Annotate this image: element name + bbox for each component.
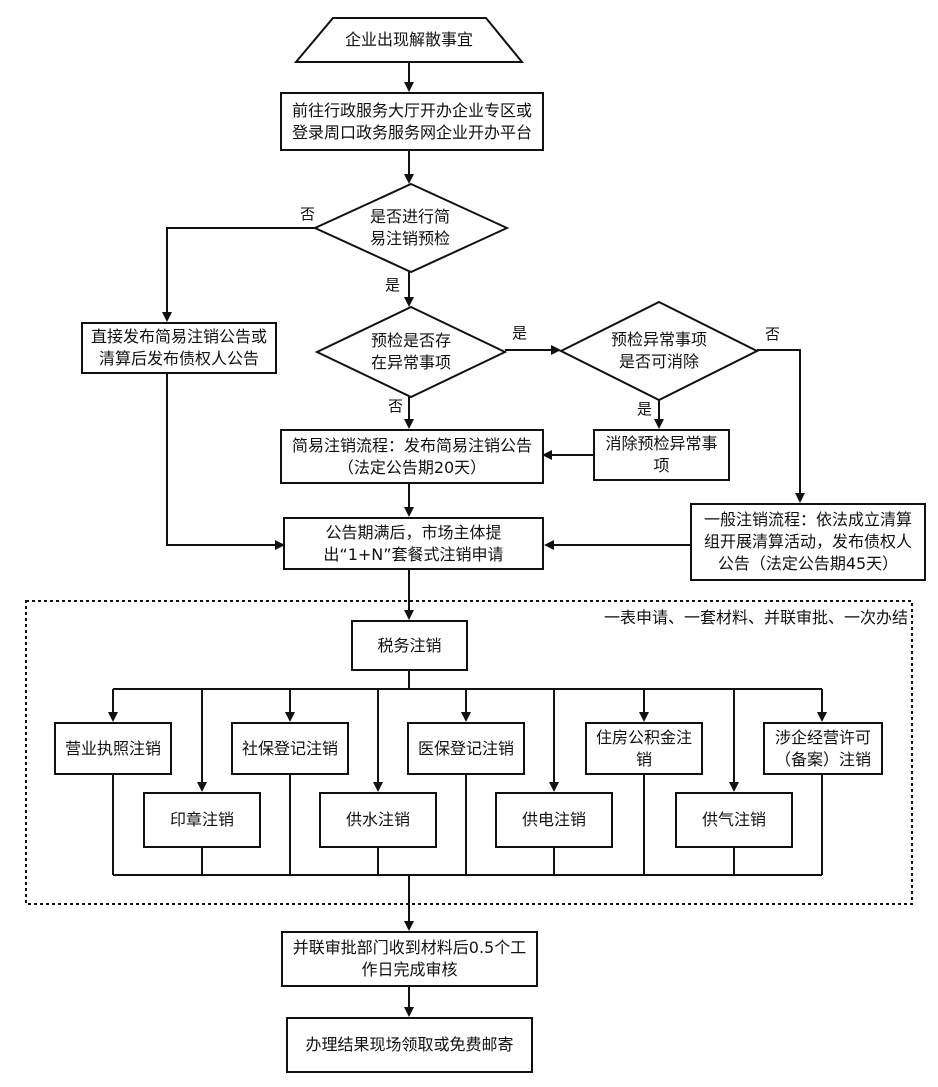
parallel-review-node: 并联审批部门收到材料后0.5个工 作日完成审核 (281, 931, 538, 987)
general-cancellation-line3: 公告（法定公告期45天） (717, 554, 899, 573)
business-permit-node: 涉企经营许可 （备案）注销 (763, 722, 883, 775)
decision-simple-shape (312, 182, 510, 274)
label-yes-simple: 是 (385, 276, 401, 294)
start-shape (293, 17, 525, 63)
general-cancellation-line2: 组开展清算活动，发布债权人 (703, 532, 912, 551)
decision-simple-precheck: 是否进行简 易注销预检 (340, 206, 480, 250)
general-cancellation-node: 一般注销流程：依法成立清算 组开展清算活动，发布债权人 公告（法定公告期45天） (690, 503, 926, 581)
start-node: 企业出现解散事宜 (300, 29, 518, 51)
social-security-node: 社保登记注销 (231, 722, 349, 775)
business-license-node: 营业执照注销 (54, 722, 172, 775)
service-hall-node: 前往行政服务大厅开办企业专区或 登录周口政务服务网企业开办平台 (280, 92, 544, 151)
medical-insurance-node: 医保登记注销 (407, 722, 525, 775)
business-permit-line2: （备案）注销 (774, 749, 871, 769)
decision-abnormal-line2: 在异常事项 (370, 353, 451, 372)
parallel-review-line2: 作日完成审核 (361, 960, 458, 979)
direct-publish-node: 直接发布简易注销公告或 清算后发布债权人公告 (81, 322, 277, 374)
gas-text: 供气注销 (701, 810, 766, 829)
label-no-abnormal: 否 (388, 397, 404, 415)
water-text: 供水注销 (345, 810, 410, 829)
apply-package-line2: 出“1+N”套餐式注销申请 (323, 544, 504, 564)
business-license-text: 营业执照注销 (64, 738, 161, 758)
power-node: 供电注销 (495, 792, 613, 848)
parallel-slogan: 一表申请、一套材料、并联审批、一次办结 (560, 607, 908, 629)
seal-text: 印章注销 (169, 810, 234, 829)
medical-insurance-text: 医保登记注销 (417, 738, 514, 758)
apply-package-line1: 公告期满后，市场主体提 (325, 522, 502, 542)
decision-simple-line2: 易注销预检 (369, 229, 450, 248)
parallel-review-line1: 并联审批部门收到材料后0.5个工 (292, 938, 527, 957)
decision-removable-line2: 是否可消除 (618, 352, 699, 371)
decision-simple-line1: 是否进行简 (369, 207, 450, 226)
general-cancellation-line1: 一般注销流程：依法成立清算 (703, 510, 912, 529)
label-yes-abnormal: 是 (512, 324, 528, 342)
decision-abnormal-line1: 预检是否存 (370, 331, 451, 350)
label-yes-removable: 是 (637, 400, 653, 418)
service-hall-line2: 登录周口政务服务网企业开办平台 (291, 122, 532, 142)
decision-abnormal: 预检是否存 在异常事项 (340, 330, 482, 374)
gas-node: 供气注销 (675, 792, 793, 848)
remove-abnormal-text: 消除预检异常事项 (605, 434, 718, 475)
decision-removable-line1: 预检异常事项 (610, 330, 707, 349)
result-text: 办理结果现场领取或免费邮寄 (305, 1035, 514, 1054)
service-hall-line1: 前往行政服务大厅开办企业专区或 (291, 100, 532, 120)
start-text: 企业出现解散事宜 (344, 30, 473, 49)
simple-cancellation-line1: 简易注销流程：发布简易注销公告 (291, 435, 532, 455)
parallel-slogan-text: 一表申请、一套材料、并联审批、一次办结 (603, 608, 908, 627)
apply-package-node: 公告期满后，市场主体提 出“1+N”套餐式注销申请 (283, 517, 544, 570)
simple-cancellation-line2: （法定公告期20天） (337, 457, 487, 477)
business-permit-line1: 涉企经营许可 (774, 727, 871, 747)
decision-removable: 预检异常事项 是否可消除 (584, 329, 734, 373)
simple-cancellation-node: 简易注销流程：发布简易注销公告 （法定公告期20天） (280, 429, 544, 484)
tax-cancellation-node: 税务注销 (351, 620, 468, 671)
power-text: 供电注销 (521, 810, 586, 829)
label-no-removable: 否 (765, 325, 781, 343)
seal-node: 印章注销 (143, 792, 261, 848)
decision-abnormal-shape (314, 305, 508, 399)
direct-publish-line1: 直接发布简易注销公告或 (90, 327, 267, 346)
direct-publish-line2: 清算后发布债权人公告 (98, 349, 259, 368)
remove-abnormal-node: 消除预检异常事项 (593, 429, 730, 481)
social-security-text: 社保登记注销 (241, 738, 338, 758)
label-no-simple: 否 (300, 205, 316, 223)
housing-fund-node: 住房公积金注销 (585, 722, 703, 775)
parallel-section-border (25, 600, 913, 905)
tax-cancellation-text: 税务注销 (377, 635, 442, 655)
water-node: 供水注销 (319, 792, 437, 848)
housing-fund-text: 住房公积金注销 (595, 727, 692, 769)
result-node: 办理结果现场领取或免费邮寄 (286, 1017, 533, 1073)
